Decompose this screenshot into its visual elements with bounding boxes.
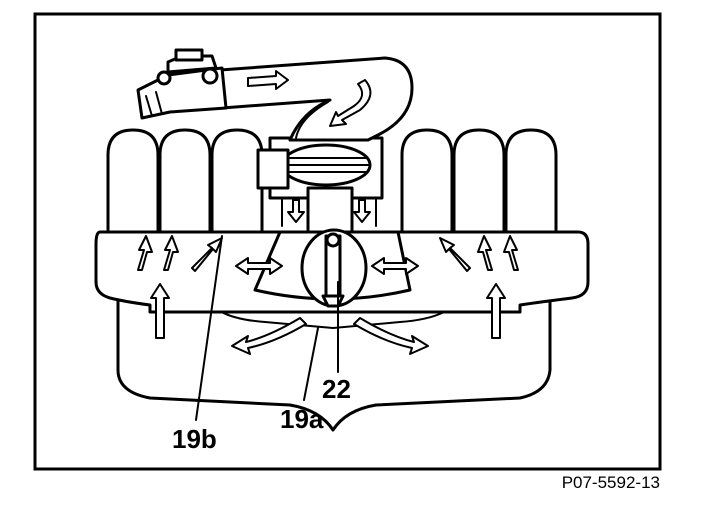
leader-19a	[303, 327, 319, 401]
flow-arrows-down	[287, 199, 371, 223]
flow-arrows-inlet	[247, 70, 372, 127]
figure-id: P07-5592-13	[562, 473, 660, 492]
label-22: 22	[322, 374, 351, 404]
flow-arrows-lower	[231, 317, 429, 355]
center-duct	[306, 186, 354, 234]
flow-arrows-left-runners	[137, 235, 223, 339]
diagram-frame	[33, 12, 662, 471]
label-19b: 19b	[172, 424, 217, 454]
right-runners	[400, 128, 558, 240]
label-19a: 19a	[280, 404, 324, 434]
flow-arrows-right-runners	[439, 235, 519, 339]
leader-19b	[195, 235, 223, 421]
flow-arrows-valve	[235, 257, 419, 275]
left-runners	[106, 128, 264, 240]
air-inlet-duct	[218, 56, 414, 142]
actuator-block	[256, 148, 290, 190]
air-flow-sensor	[136, 48, 228, 120]
lower-plenum	[116, 298, 552, 432]
